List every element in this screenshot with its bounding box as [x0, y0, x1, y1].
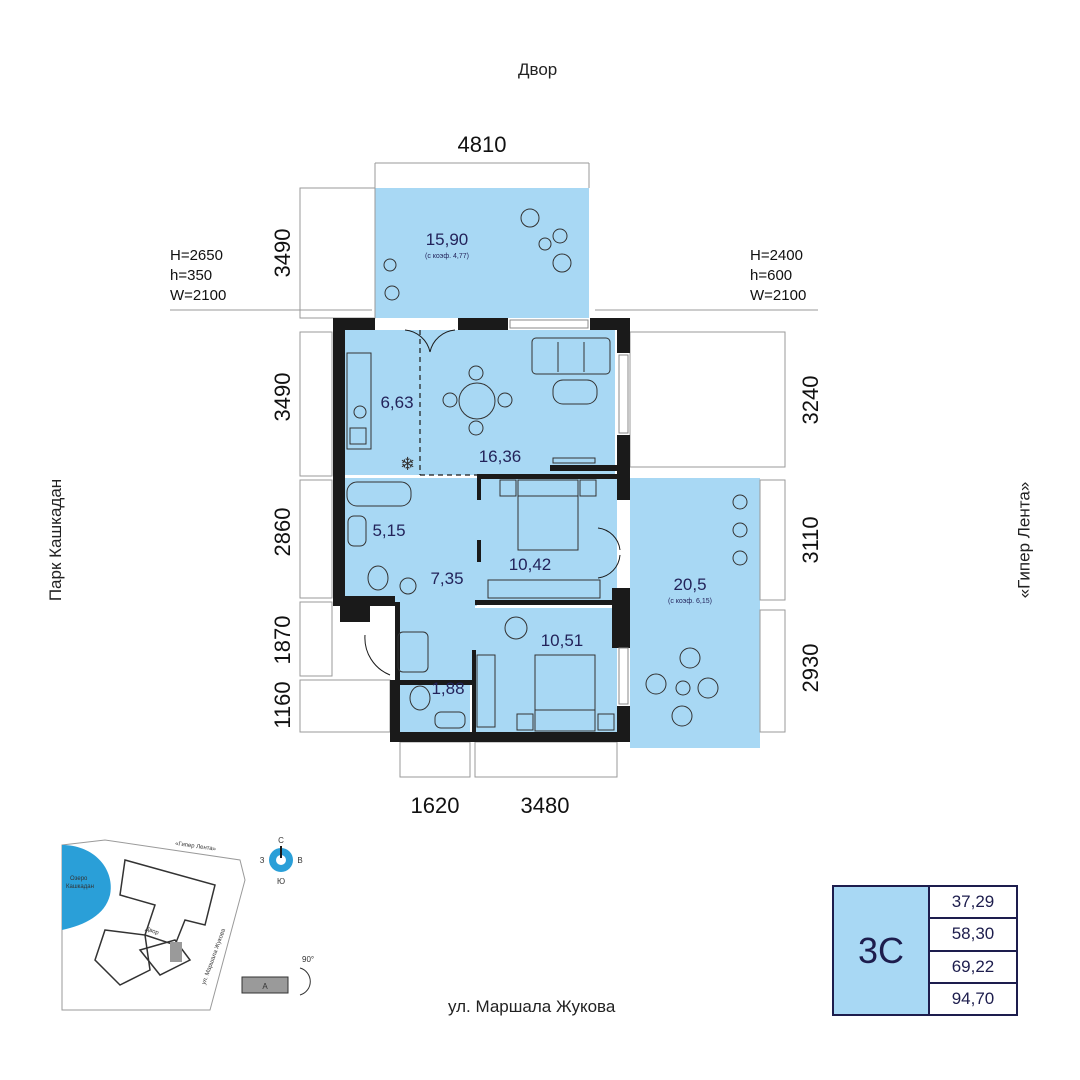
- area-value: 69,22: [930, 952, 1016, 984]
- apartment-code: 3С: [834, 887, 930, 1014]
- window-left-w: W=2100: [170, 287, 226, 304]
- window-left-h: H=2650: [170, 247, 223, 264]
- ac-icon: ❄: [400, 454, 415, 474]
- dim-right-bedroom2: 2930: [798, 644, 823, 693]
- minimap-angle: 90°: [302, 955, 314, 964]
- window-frames: [509, 319, 629, 705]
- apartment-areas: 37,29 58,30 69,22 94,70: [930, 887, 1016, 1014]
- minimap-street-side: ул. Маршала Жукова: [201, 928, 227, 986]
- bedroom1-fill: [477, 478, 617, 602]
- furniture: [346, 208, 748, 732]
- dim-left-bath: 2860: [270, 508, 295, 557]
- side-label-right: «Гипер Лента»: [1014, 481, 1034, 599]
- area-kitchen: 6,63: [380, 393, 413, 412]
- area-value: 94,70: [951, 988, 995, 1008]
- dim-right-bedroom: 3110: [798, 516, 823, 563]
- door-arcs: [364, 329, 621, 676]
- dim-left-hall: 1870: [270, 616, 295, 665]
- compass-w: З: [260, 856, 265, 865]
- dim-top: 4810: [458, 132, 507, 157]
- dim-bottom-wc: 1620: [411, 793, 460, 818]
- compass-n: С: [278, 836, 284, 845]
- dim-right-living: 3240: [798, 376, 823, 425]
- compass-e: В: [297, 856, 302, 865]
- hall-fill: [395, 478, 477, 606]
- side-label-left: Парк Кашкадан: [46, 478, 66, 602]
- dim-bottom-bedroom: 3480: [521, 793, 570, 818]
- apartment-info: 3С 37,29 58,30 69,22 94,70: [832, 885, 1018, 1016]
- window-right-w: W=2100: [750, 287, 806, 304]
- partitions: [419, 330, 550, 476]
- side-label-top: Двор: [518, 60, 558, 79]
- area-bedroom1: 10,42: [509, 555, 552, 574]
- window-left-sill: h=350: [170, 267, 212, 284]
- coef-balcony-top: (с коэф. 4,77): [425, 253, 469, 260]
- compass-s: Ю: [277, 877, 285, 886]
- balcony-right: [630, 478, 760, 748]
- compass: С Ю З В: [260, 836, 303, 886]
- dim-left-wc: 1160: [270, 681, 295, 728]
- area-bath: 5,15: [372, 521, 405, 540]
- area-value: 58,30: [930, 919, 1016, 952]
- dim-left-kitchen: 3490: [270, 373, 295, 422]
- bath-fill: [345, 478, 395, 596]
- balcony-top: [375, 188, 589, 318]
- area-bedroom2: 10,51: [541, 631, 584, 650]
- area-value: 37,29: [930, 887, 1016, 920]
- area-balcony-top: 15,90: [426, 230, 469, 249]
- area-wc: 1,88: [431, 679, 464, 698]
- minimap-section: А: [262, 982, 268, 991]
- area-living: 16,36: [479, 447, 522, 466]
- bedroom2-fill: [475, 608, 617, 732]
- dimension-guides: [170, 162, 818, 778]
- minimap-lake-1: Озеро: [70, 876, 88, 882]
- kitchen-living-fill: [345, 330, 615, 475]
- area-hall: 7,35: [430, 569, 463, 588]
- window-right-sill: h=600: [750, 267, 792, 284]
- minimap-street-top: «Гипер Лента»: [175, 841, 217, 853]
- walls: [333, 318, 630, 742]
- coef-balcony-right: (с коэф. 6,15): [668, 598, 712, 605]
- hall-lower-fill: [395, 600, 475, 680]
- dim-left-balcony: 3490: [270, 229, 295, 278]
- area-balcony-right: 20,5: [673, 575, 706, 594]
- side-label-bottom: ул. Маршала Жукова: [448, 997, 616, 1016]
- minimap-yard: Двор: [144, 926, 160, 937]
- minimap-lake-2: Кашкадан: [66, 884, 94, 890]
- window-right-h: H=2400: [750, 247, 803, 264]
